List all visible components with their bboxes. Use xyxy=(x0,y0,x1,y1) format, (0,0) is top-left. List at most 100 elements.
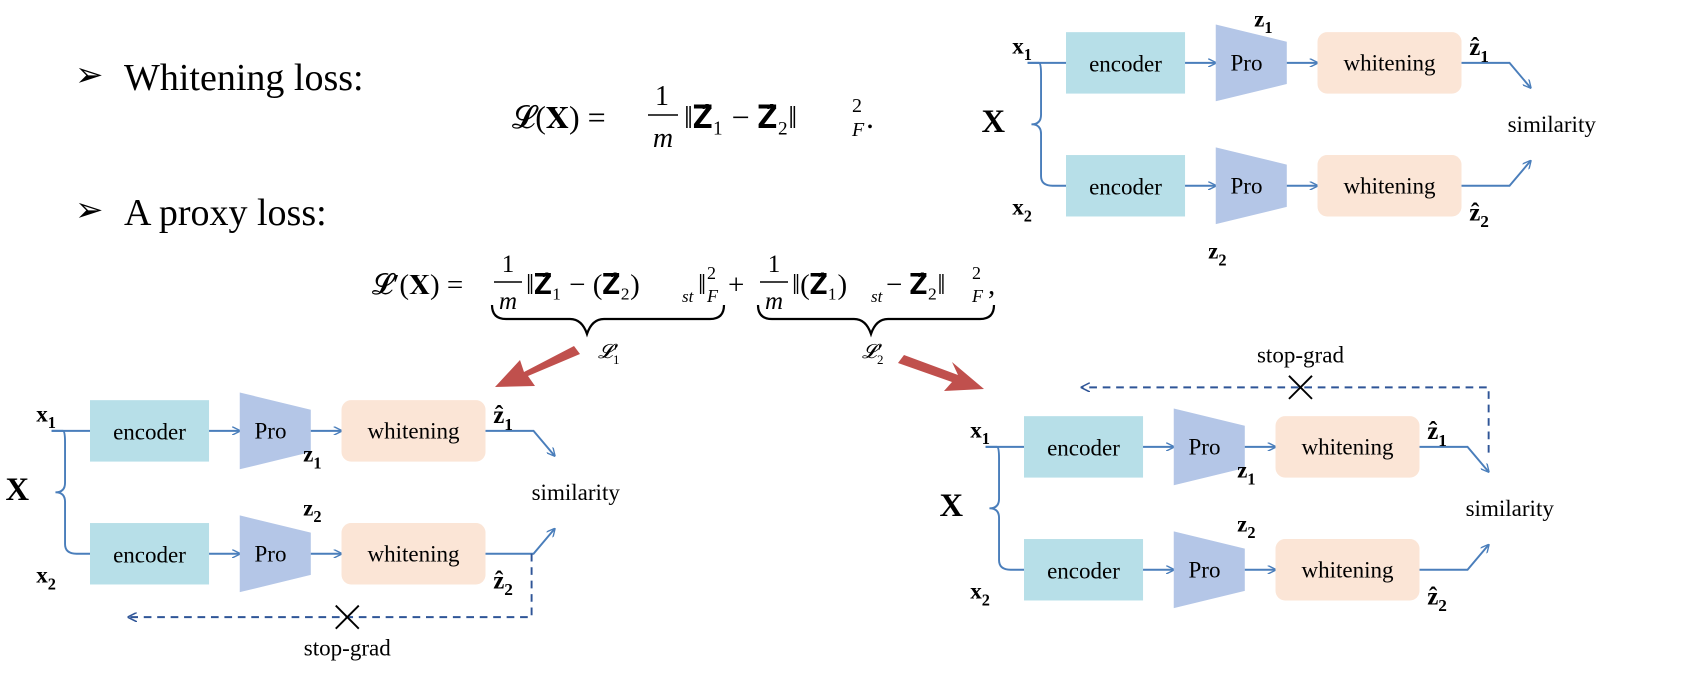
formula-sup: 2 xyxy=(707,263,716,283)
red-arrow-right-icon xyxy=(898,355,984,391)
formula-sub: F xyxy=(706,286,719,306)
whitening-loss-formula: 𝓛(𝐗) = 1 m ‖𝐙̂₁ − 𝐙̂₂‖ 2 F . xyxy=(512,81,874,154)
whitening-label: whitening xyxy=(1301,556,1394,582)
z2-label: z2 xyxy=(303,494,321,526)
x1-label: x1 xyxy=(1012,32,1032,64)
projector-trapezoid xyxy=(1173,531,1245,609)
whitening-loss-label: Whitening loss: xyxy=(124,57,364,99)
formula-frac-num: 1 xyxy=(768,251,781,278)
branch-connector xyxy=(1027,61,1066,187)
encoder-box xyxy=(1024,539,1144,601)
z1-label: z1 xyxy=(1254,5,1272,37)
formula-sup: 2 xyxy=(972,263,981,283)
formula-body: ‖𝐙̂₁ − 𝐙̂₂‖ xyxy=(684,99,797,135)
whitening-label: whitening xyxy=(1301,434,1394,460)
stop-grad-path xyxy=(128,553,533,617)
projector-trapezoid xyxy=(1215,147,1287,225)
input-x-label: X xyxy=(940,488,964,524)
stop-grad-label: stop-grad xyxy=(1257,341,1344,367)
projector-label: Pro xyxy=(1188,434,1220,460)
encoder-box xyxy=(1024,416,1144,478)
projector-trapezoid xyxy=(1173,408,1245,486)
red-arrow-left-icon xyxy=(495,346,580,387)
formula-term2: ‖(𝐙̂₁) xyxy=(792,269,847,301)
proxy-loss-formula: 𝓛′(𝐗) = 1 m ‖𝐙̂₁ − (𝐙̂₂) st ‖ 2 F + 1 m … xyxy=(372,251,995,367)
formula-sup: 2 xyxy=(852,95,862,117)
arrow-to-similarity xyxy=(1419,445,1489,472)
arrow-to-similarity xyxy=(485,429,555,456)
similarity-label: similarity xyxy=(532,479,621,505)
zhat1-label: ẑ1 xyxy=(493,402,513,434)
whitening-box xyxy=(1275,416,1420,478)
arrow-to-similarity xyxy=(1461,161,1531,187)
projector-label: Pro xyxy=(1230,50,1262,76)
arrow-to-similarity xyxy=(1419,545,1489,571)
formula-end: , xyxy=(988,269,995,301)
x1-label: x1 xyxy=(36,400,56,432)
encoder-label: encoder xyxy=(1047,435,1120,461)
z1-label: z1 xyxy=(303,441,321,473)
formula-frac-den: m xyxy=(653,123,673,154)
stop-grad-cross-icon xyxy=(335,604,360,630)
x1-label: x1 xyxy=(970,416,990,448)
formula-term1-close: ‖ xyxy=(698,269,706,301)
encoder-box xyxy=(1066,32,1186,94)
whitening-box xyxy=(1317,32,1462,94)
projector-label: Pro xyxy=(1188,556,1220,582)
underbrace-right xyxy=(756,304,996,338)
similarity-label: similarity xyxy=(1508,111,1597,137)
z1-label: z1 xyxy=(1237,457,1255,489)
arrow-to-similarity xyxy=(1461,61,1531,88)
formula-st: st xyxy=(871,287,884,306)
whitening-label: whitening xyxy=(1343,50,1436,76)
encoder-label: encoder xyxy=(1047,557,1120,583)
zhat2-label: ẑ2 xyxy=(493,567,513,599)
x2-label: x2 xyxy=(1012,194,1032,226)
encoder-label: encoder xyxy=(113,419,186,445)
brace-label-left-sub: 1 xyxy=(613,352,620,367)
formula-lhs: 𝓛(𝐗) = xyxy=(512,99,606,135)
whitening-box xyxy=(341,400,486,462)
projector-label: Pro xyxy=(1230,172,1262,198)
encoder-label: encoder xyxy=(1089,173,1162,199)
encoder-label: encoder xyxy=(113,541,186,567)
whitening-label: whitening xyxy=(1343,172,1436,198)
zhat1-label: ẑ1 xyxy=(1469,34,1489,66)
whitening-label: whitening xyxy=(367,540,460,566)
formula-frac-num: 1 xyxy=(655,81,669,112)
arrow-to-similarity xyxy=(485,529,555,555)
z2-label: z2 xyxy=(1237,510,1255,542)
bullet-marker-icon: ➢ xyxy=(75,192,104,229)
projector-trapezoid xyxy=(1215,24,1287,102)
input-x-label: X xyxy=(6,472,30,508)
encoder-box xyxy=(1066,155,1186,217)
encoder-box xyxy=(90,523,210,585)
projector-trapezoid xyxy=(239,392,311,470)
formula-plus: + xyxy=(728,269,744,301)
x2-label: x2 xyxy=(970,578,990,610)
formula-frac-den: m xyxy=(499,288,517,315)
whitening-box xyxy=(1317,155,1462,217)
x2-label: x2 xyxy=(36,562,56,594)
input-x-label: X xyxy=(982,104,1006,140)
zhat1-label: ẑ1 xyxy=(1427,418,1447,450)
brace-label-left: 𝓛′ xyxy=(598,341,618,363)
zhat2-label: ẑ2 xyxy=(1427,583,1447,615)
formula-lhs: 𝓛′(𝐗) = xyxy=(372,269,463,301)
branch-connector xyxy=(51,429,90,555)
brace-label-right-sub: 2 xyxy=(877,352,884,367)
underbrace-left xyxy=(490,304,726,338)
formula-term2-rest: − 𝐙̂₂‖ xyxy=(886,269,946,301)
similarity-label: similarity xyxy=(1466,495,1555,521)
stop-grad-path xyxy=(1082,387,1490,453)
formula-st: st xyxy=(682,287,695,306)
encoder-box xyxy=(90,400,210,462)
encoder-label: encoder xyxy=(1089,51,1162,77)
zhat2-label: ẑ2 xyxy=(1469,199,1489,231)
branch-connector xyxy=(985,445,1024,571)
